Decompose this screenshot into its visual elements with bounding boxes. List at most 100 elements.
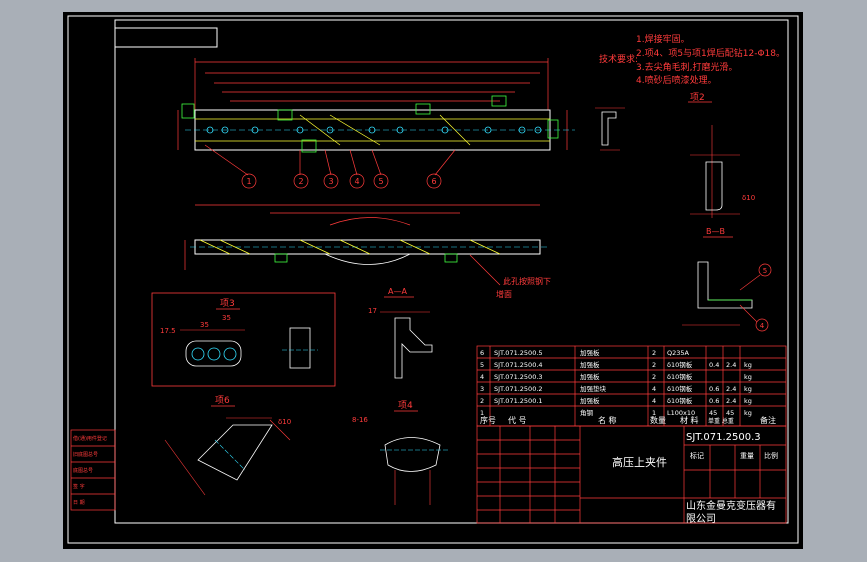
svg-text:17: 17 bbox=[368, 307, 377, 315]
svg-text:B—B: B—B bbox=[706, 227, 725, 236]
item6-view: 项6 δ10 bbox=[164, 395, 291, 496]
svg-text:材 料: 材 料 bbox=[680, 415, 699, 425]
svg-text:2: 2 bbox=[652, 349, 656, 357]
svg-text:SJT.071.2500.4: SJT.071.2500.4 bbox=[494, 361, 543, 369]
balloon-5 bbox=[373, 173, 389, 189]
balloon-4 bbox=[349, 173, 365, 189]
drawing-number: SJT.071.2500.3 bbox=[686, 432, 761, 443]
balloon-6 bbox=[426, 173, 442, 189]
svg-text:2.4: 2.4 bbox=[726, 361, 736, 369]
svg-text:45: 45 bbox=[726, 409, 734, 417]
svg-text:4: 4 bbox=[652, 385, 656, 393]
svg-text:35: 35 bbox=[200, 321, 209, 329]
svg-text:SJT.071.2500.2: SJT.071.2500.2 bbox=[494, 385, 543, 393]
svg-text:名 称: 名 称 bbox=[598, 415, 617, 425]
svg-text:kg: kg bbox=[744, 409, 752, 417]
svg-text:2.4: 2.4 bbox=[726, 397, 736, 405]
svg-text:角钢: 角钢 bbox=[580, 408, 594, 417]
bom-rows: 6 SJT.071.2500.5 加强板 2 Q235A 5 SJT.071.2… bbox=[480, 348, 752, 417]
svg-text:kg: kg bbox=[744, 373, 752, 381]
svg-text:0.4: 0.4 bbox=[709, 361, 719, 369]
svg-text:4: 4 bbox=[354, 177, 359, 186]
svg-text:加强板: 加强板 bbox=[580, 360, 600, 369]
svg-text:8-16: 8-16 bbox=[352, 416, 368, 424]
svg-text:0.6: 0.6 bbox=[709, 385, 719, 393]
svg-text:备注: 备注 bbox=[760, 415, 776, 425]
svg-text:kg: kg bbox=[744, 385, 752, 393]
svg-text:1: 1 bbox=[480, 409, 484, 417]
svg-text:SJT.071.2500.1: SJT.071.2500.1 bbox=[494, 397, 543, 405]
svg-text:17.5: 17.5 bbox=[160, 327, 176, 335]
balloon-3 bbox=[323, 173, 339, 189]
svg-text:δ10钢板: δ10钢板 bbox=[667, 396, 693, 405]
svg-text:35: 35 bbox=[222, 314, 231, 322]
part-name: 高压上夹件 bbox=[612, 455, 667, 469]
svg-text:1: 1 bbox=[246, 177, 251, 186]
svg-text:5: 5 bbox=[378, 177, 383, 186]
svg-text:此孔按照钢下: 此孔按照钢下 bbox=[503, 276, 551, 286]
svg-text:2: 2 bbox=[652, 361, 656, 369]
svg-text:L100x10: L100x10 bbox=[667, 409, 695, 417]
svg-text:3.去尖角毛刺,打磨光滑。: 3.去尖角毛刺,打磨光滑。 bbox=[636, 61, 737, 73]
svg-text:项6: 项6 bbox=[215, 395, 230, 406]
svg-text:签 字: 签 字 bbox=[73, 483, 85, 490]
svg-text:2: 2 bbox=[652, 373, 656, 381]
svg-text:数量: 数量 bbox=[650, 415, 666, 425]
svg-text:3: 3 bbox=[328, 177, 333, 186]
svg-text:SJT.071.2500.3: SJT.071.2500.3 bbox=[494, 373, 543, 381]
svg-text:2: 2 bbox=[480, 397, 484, 405]
svg-text:3: 3 bbox=[480, 385, 484, 393]
svg-text:0.6: 0.6 bbox=[709, 397, 719, 405]
svg-text:单重 总重: 单重 总重 bbox=[708, 417, 734, 425]
canvas-background bbox=[63, 12, 803, 549]
svg-text:2.项4、项5与项1焊后配钻12-Φ18。: 2.项4、项5与项1焊后配钻12-Φ18。 bbox=[636, 47, 785, 59]
svg-text:δ10钢板: δ10钢板 bbox=[667, 372, 693, 381]
svg-text:代 号: 代 号 bbox=[508, 415, 527, 425]
svg-text:δ10钢板: δ10钢板 bbox=[667, 360, 693, 369]
weight-label: 重量 bbox=[740, 452, 754, 460]
svg-text:项3: 项3 bbox=[220, 298, 235, 309]
svg-text:δ10钢板: δ10钢板 bbox=[667, 384, 693, 393]
svg-text:4.喷砂后喷漆处理。: 4.喷砂后喷漆处理。 bbox=[636, 74, 717, 86]
svg-text:4: 4 bbox=[480, 373, 484, 381]
main-front-view: 1 2 3 4 5 6 bbox=[177, 58, 575, 189]
svg-text:δ10: δ10 bbox=[742, 194, 755, 202]
svg-text:加强板: 加强板 bbox=[580, 396, 600, 405]
svg-text:4: 4 bbox=[760, 322, 765, 330]
svg-text:底图总号: 底图总号 bbox=[73, 467, 93, 474]
svg-text:kg: kg bbox=[744, 361, 752, 369]
svg-text:2.4: 2.4 bbox=[726, 385, 736, 393]
svg-text:加强板: 加强板 bbox=[580, 348, 600, 357]
svg-text:6: 6 bbox=[480, 349, 484, 357]
item2-view: 项2 δ10 bbox=[595, 92, 755, 218]
balloon-1 bbox=[241, 173, 257, 189]
svg-text:项4: 项4 bbox=[398, 400, 413, 411]
svg-text:kg: kg bbox=[744, 397, 752, 405]
item3-view: 项3 17.5 35 35 bbox=[151, 292, 336, 387]
inner-frame bbox=[114, 19, 789, 524]
item4-view: 项4 8-16 bbox=[352, 400, 448, 505]
svg-text:技术要求:: 技术要求: bbox=[599, 53, 638, 65]
scale-label: 比例 bbox=[764, 451, 778, 460]
outer-frame bbox=[67, 15, 799, 544]
svg-text:SJT.071.2500.5: SJT.071.2500.5 bbox=[494, 349, 543, 357]
svg-text:Q235A: Q235A bbox=[667, 349, 690, 357]
mark-label: 标记 bbox=[690, 451, 704, 460]
svg-text:A—A: A—A bbox=[388, 287, 407, 296]
svg-text:借(通)用件登记: 借(通)用件登记 bbox=[73, 435, 107, 442]
svg-text:1: 1 bbox=[652, 409, 656, 417]
svg-text:5: 5 bbox=[763, 267, 767, 275]
svg-text:序号: 序号 bbox=[480, 415, 496, 425]
side-table bbox=[70, 429, 116, 511]
side-table-labels: 借(通)用件登记 旧底图总号 底图总号 签 字 日 期 bbox=[73, 435, 107, 506]
svg-text:加强板: 加强板 bbox=[580, 372, 600, 381]
svg-text:5: 5 bbox=[480, 361, 484, 369]
section-bb: B—B 5 4 bbox=[682, 227, 772, 332]
svg-text:δ10: δ10 bbox=[278, 418, 291, 426]
svg-text:4: 4 bbox=[652, 397, 656, 405]
company-name: 山东金曼克变压器有限公司 bbox=[686, 501, 776, 525]
svg-text:1.焊接牢固。: 1.焊接牢固。 bbox=[636, 33, 690, 45]
section-aa: A—A 17 bbox=[368, 287, 433, 379]
technical-notes: 1.焊接牢固。 2.项4、项5与项1焊后配钻12-Φ18。 技术要求: 3.去尖… bbox=[599, 33, 785, 86]
